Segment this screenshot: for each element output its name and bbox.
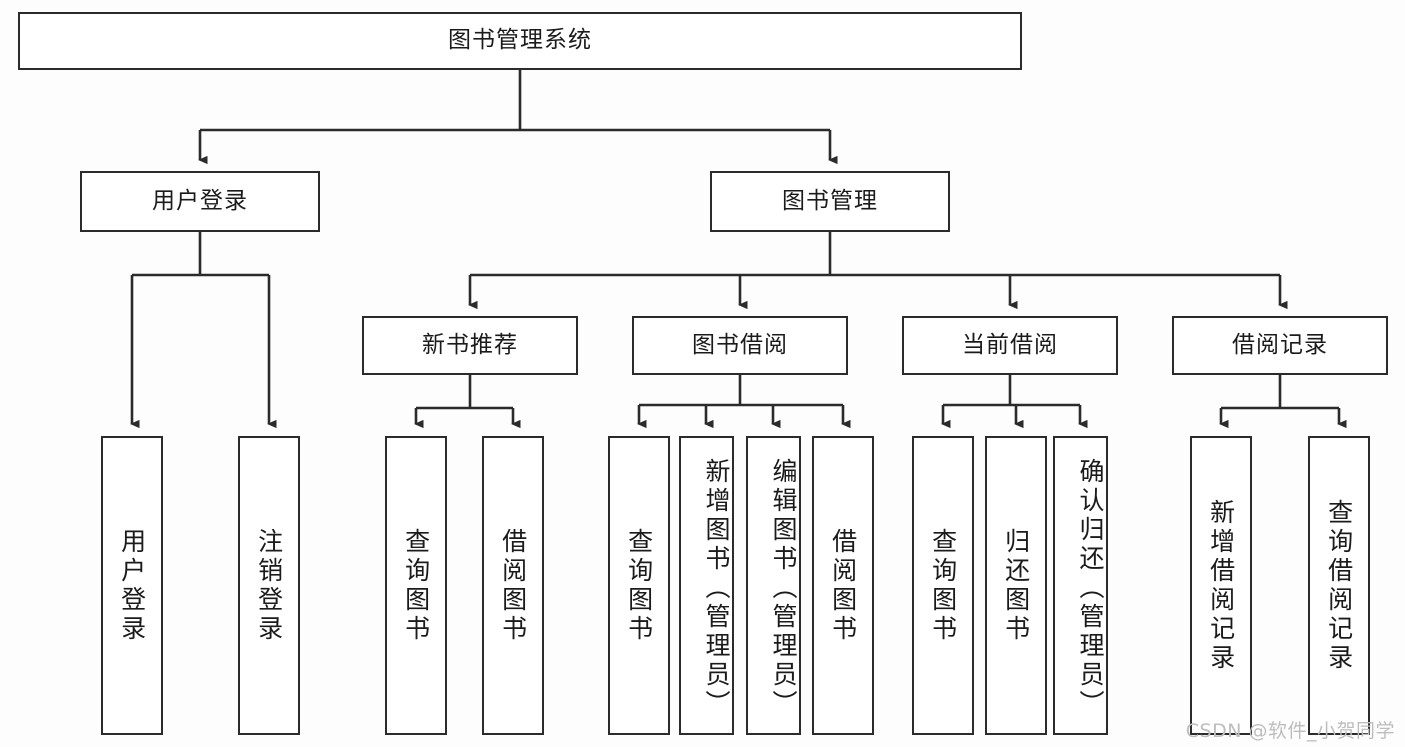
node-book-management[interactable]: 图书管理	[710, 171, 950, 232]
leaf-edit-book-admin[interactable]: 编辑图书（管理员）	[746, 436, 801, 735]
leaf-borrow-book-recommend[interactable]: 借阅图书	[482, 436, 544, 735]
node-new-book-recommend[interactable]: 新书推荐	[362, 316, 578, 375]
leaf-add-book-admin[interactable]: 新增图书（管理员）	[679, 436, 734, 735]
node-book-borrow[interactable]: 图书借阅	[632, 316, 848, 375]
leaf-query-book-current[interactable]: 查询图书	[912, 436, 974, 735]
leaf-confirm-return-admin[interactable]: 确认归还（管理员）	[1053, 436, 1108, 735]
leaf-borrow-book[interactable]: 借阅图书	[812, 436, 874, 735]
node-user-login[interactable]: 用户登录	[80, 171, 320, 232]
node-current-borrow[interactable]: 当前借阅	[902, 316, 1118, 375]
node-borrow-record[interactable]: 借阅记录	[1172, 316, 1388, 375]
leaf-query-book-borrow[interactable]: 查询图书	[608, 436, 670, 735]
node-root[interactable]: 图书管理系统	[18, 12, 1022, 70]
leaf-add-borrow-record[interactable]: 新增借阅记录	[1190, 436, 1252, 735]
leaf-user-logout[interactable]: 注销登录	[238, 436, 300, 735]
leaf-query-borrow-record[interactable]: 查询借阅记录	[1308, 436, 1370, 735]
leaf-user-login[interactable]: 用户登录	[101, 436, 163, 735]
leaf-return-book[interactable]: 归还图书	[985, 436, 1047, 735]
leaf-query-book-recommend[interactable]: 查询图书	[385, 436, 447, 735]
watermark-text: CSDN @软件_小贺同学	[1185, 720, 1395, 742]
